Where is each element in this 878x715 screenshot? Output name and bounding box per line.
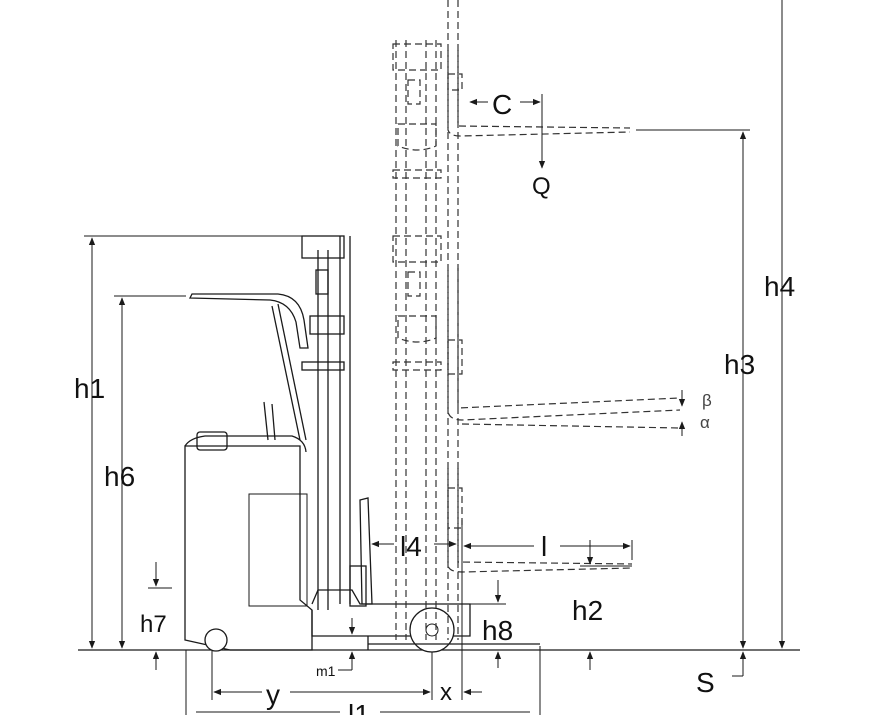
- label-alpha: α: [700, 413, 710, 432]
- label-l4: l4: [400, 531, 422, 562]
- label-l1: l1: [348, 699, 370, 715]
- dimension-lines: [84, 0, 786, 715]
- label-h2: h2: [572, 595, 603, 626]
- label-y: y: [266, 679, 280, 710]
- label-h4: h4: [764, 271, 795, 302]
- label-l: l: [541, 531, 547, 562]
- label-h8: h8: [482, 615, 513, 646]
- label-q: Q: [532, 173, 551, 200]
- label-s: S: [696, 667, 715, 698]
- dimension-labels: h1 h6 h7 m1 y l1 x l4 l h2 h8 h3 h4 S C …: [74, 89, 795, 715]
- label-m1: m1: [316, 663, 336, 679]
- truck-body: [184, 235, 540, 653]
- label-x: x: [440, 679, 452, 706]
- label-beta: β: [702, 391, 712, 410]
- forks: [447, 50, 681, 573]
- label-h3: h3: [724, 349, 755, 380]
- label-c: C: [492, 89, 512, 120]
- label-h6: h6: [104, 461, 135, 492]
- label-h1: h1: [74, 373, 105, 404]
- label-h7: h7: [140, 611, 167, 638]
